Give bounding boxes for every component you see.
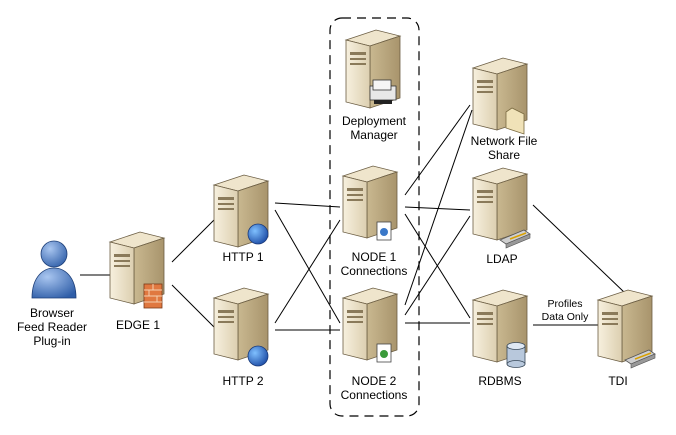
directory-icon (499, 229, 531, 249)
ldap-label: LDAP (486, 252, 517, 266)
connections (80, 104, 626, 331)
user-icon (31, 240, 77, 299)
link-node1-nfs (404, 104, 471, 196)
user-label: Browser Feed Reader Plug-in (17, 306, 87, 348)
ldap-label-line-1: LDAP (486, 252, 518, 266)
folder-icon (505, 107, 525, 135)
rdbms-label: RDBMS (478, 374, 521, 388)
http2-server-icon (212, 287, 270, 361)
node2-server-icon (341, 287, 399, 361)
edge1-label-line-1: EDGE 1 (115, 318, 161, 332)
deploy-label: Deployment Manager (342, 114, 406, 142)
node-cluster-boundary (329, 17, 420, 417)
node2-label: NODE 2 Connections (341, 374, 408, 402)
user-label-line-2: Feed Reader (16, 320, 88, 334)
node1-label-line-2: Connections (340, 264, 408, 278)
tdi-label: TDI (608, 374, 627, 388)
edge1-label: EDGE 1 (116, 318, 160, 332)
tdi-label-line-1: TDI (608, 374, 628, 388)
deploy-label-line-2: Manager (350, 128, 398, 142)
user-label-line-1: Browser (29, 306, 75, 320)
profiles-annotation: Profiles Data Only (541, 298, 589, 324)
http1-label-line-1: HTTP 1 (222, 250, 264, 264)
link-edge1-http2 (171, 284, 215, 328)
http2-label-line-1: HTTP 2 (222, 374, 264, 388)
firewall-icon (143, 283, 163, 309)
node1-server-icon (341, 165, 399, 239)
node2-label-line-1: NODE 2 (351, 374, 397, 388)
deploy-label-line-1: Deployment (341, 114, 407, 128)
node1-label: NODE 1 Connections (341, 250, 408, 278)
nfs-label: Network File Share (471, 134, 538, 162)
node2-document-icon (376, 343, 392, 363)
link-http1-node1 (274, 202, 341, 208)
profiles-annotation-line-2: Data Only (541, 311, 589, 323)
link-node2-nfs (404, 109, 473, 306)
link-node2-ldap (404, 215, 471, 316)
http1-label: HTTP 1 (222, 250, 263, 264)
rdbms-label-line-1: RDBMS (478, 374, 522, 388)
node1-label-line-1: NODE 1 (351, 250, 397, 264)
http2-label: HTTP 2 (222, 374, 263, 388)
nfs-label-line-1: Network File (470, 134, 538, 148)
link-http1-node2 (274, 209, 341, 324)
node1-document-icon (376, 221, 392, 241)
link-node1-ldap (404, 206, 471, 211)
link-edge1-http1 (171, 219, 215, 263)
link-http2-node1 (274, 219, 341, 324)
nfs-label-line-2: Share (487, 148, 521, 162)
profiles-annotation-line-1: Profiles (547, 298, 583, 310)
user-label-line-3: Plug-in (33, 334, 71, 348)
computer-icon (369, 79, 397, 104)
database-icon (506, 342, 526, 368)
http2-globe-icon (247, 345, 269, 367)
tdi-server-icon (596, 289, 654, 363)
link-ldap-tdi (532, 204, 626, 294)
node2-label-line-2: Connections (340, 388, 408, 402)
http1-globe-icon (247, 223, 269, 245)
tdi-directory-icon (624, 349, 656, 369)
ldap-server-icon (471, 167, 529, 241)
